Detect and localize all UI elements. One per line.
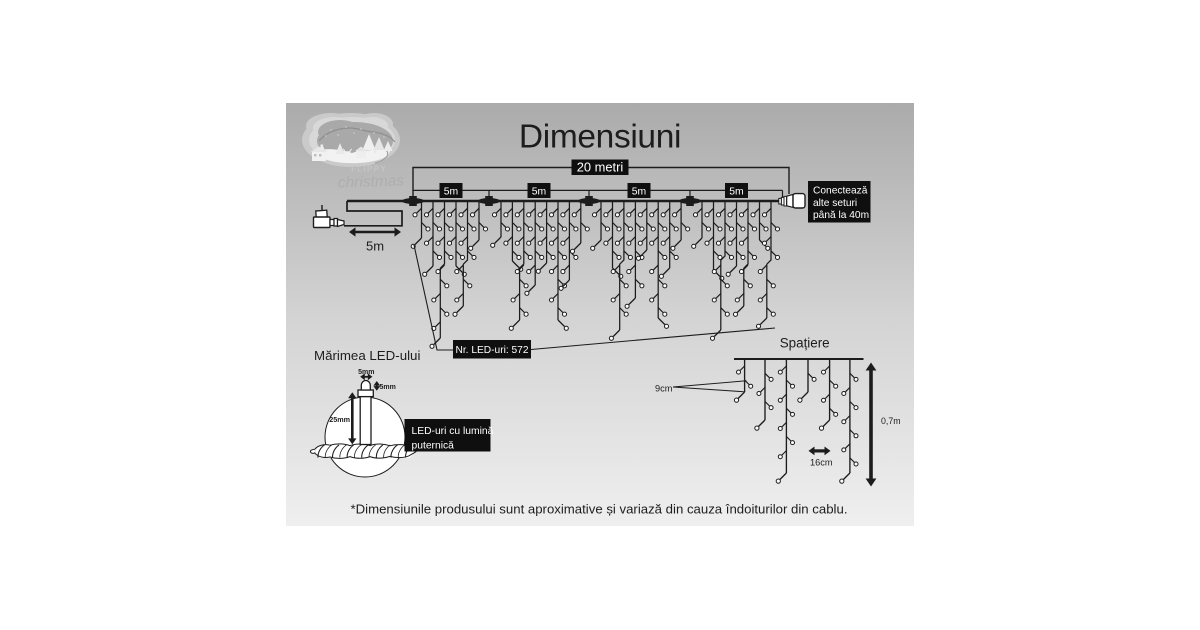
svg-text:Mărimea LED-ului: Mărimea LED-ului: [314, 348, 420, 363]
svg-text:Spațiere: Spațiere: [780, 335, 830, 350]
svg-text:5m: 5m: [729, 186, 743, 197]
svg-text:5m: 5m: [366, 239, 384, 254]
svg-text:LED-uri cu lumină: LED-uri cu lumină: [412, 426, 494, 437]
svg-text:christmas: christmas: [338, 172, 405, 191]
svg-text:5m: 5m: [632, 186, 646, 197]
svg-text:FLIPPY: FLIPPY: [351, 165, 387, 174]
svg-text:9cm: 9cm: [655, 384, 673, 394]
svg-text:Dimensiuni: Dimensiuni: [519, 119, 681, 156]
svg-text:16cm: 16cm: [810, 458, 833, 468]
svg-text:25mm: 25mm: [329, 415, 350, 424]
svg-text:5mm: 5mm: [358, 369, 374, 376]
svg-text:alte seturi: alte seturi: [813, 198, 857, 209]
svg-text:până la 40m: până la 40m: [813, 210, 869, 221]
svg-text:Conectează: Conectează: [813, 186, 868, 197]
svg-text:20 metri: 20 metri: [577, 160, 624, 175]
svg-text:Nr. LED-uri: 572: Nr. LED-uri: 572: [455, 345, 528, 356]
svg-text:5mm: 5mm: [380, 384, 396, 391]
svg-text:*Dimensiunile produsului sunt: *Dimensiunile produsului sunt aproximati…: [351, 502, 848, 517]
svg-text:0,7m: 0,7m: [881, 416, 901, 426]
svg-text:puternică: puternică: [412, 440, 455, 451]
svg-text:5m: 5m: [444, 186, 458, 197]
svg-text:5m: 5m: [532, 186, 546, 197]
